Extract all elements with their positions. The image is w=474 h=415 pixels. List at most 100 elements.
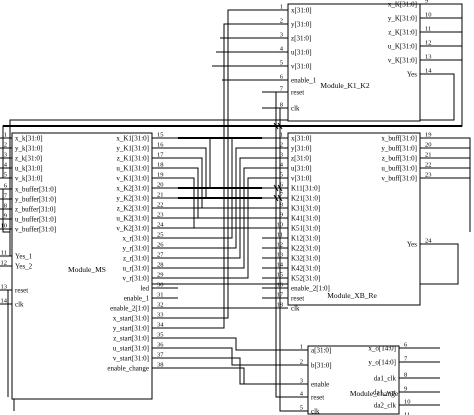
port-label: x_o[14:0] (368, 345, 396, 353)
wire (178, 167, 262, 269)
pin-number: 5 (280, 172, 283, 179)
port-label: y[31:0] (291, 21, 312, 29)
pin-number: 37 (157, 352, 164, 359)
pin-number: 13 (1, 284, 8, 291)
port-label: K11[31:0] (291, 185, 320, 193)
module-title: Module_XB_Re (327, 291, 377, 300)
port-label: z_buff[31:0] (382, 155, 417, 163)
pin-number: 12 (1, 260, 8, 267)
pin-number: 14 (425, 68, 432, 75)
pin-number: 14 (277, 262, 284, 269)
port-label: x_buff[31:0] (381, 135, 417, 143)
port-label: z_start[31:0] (113, 335, 149, 343)
port-label: Yes (407, 71, 417, 79)
module-title: Module_K1_K2 (320, 81, 369, 90)
pin-number: 23 (157, 212, 164, 219)
port-label: v[31:0] (291, 175, 312, 183)
pin-number: 19 (425, 132, 432, 139)
port-label: u[31:0] (291, 49, 312, 57)
port-label: u_buff[31:0] (381, 165, 417, 173)
port-label: K12[31:0] (291, 235, 320, 243)
port-label: v_buffer[31:0] (15, 226, 56, 234)
port-label: u_K[31:0] (388, 43, 417, 51)
pin-number: 17 (277, 292, 284, 299)
wire-crossing (277, 122, 283, 130)
port-label: z[31:0] (291, 155, 311, 163)
pin-number: 3 (4, 152, 7, 159)
wire (14, 243, 459, 285)
pin-number: 13 (425, 54, 432, 61)
pin-number: 28 (157, 262, 164, 269)
port-label: v_k[31:0] (15, 175, 43, 183)
port-label: reset (291, 295, 304, 303)
port-label: a[31:0] (311, 347, 331, 355)
wire (446, 137, 471, 232)
pin-number: 8 (280, 102, 283, 109)
pin-number: 35 (157, 332, 164, 339)
pin-number: 8 (404, 372, 407, 379)
pin-number: 9 (425, 0, 428, 5)
pin-number: 3 (280, 152, 283, 159)
pin-number: 3 (300, 378, 303, 385)
port-label: K31[31:0] (291, 205, 320, 213)
port-label: y_K1[31:0] (116, 145, 149, 153)
blocks: Module_K1_K2 1 x[31:0] 2 y[31:0] 3 z[31:0] 4 u[3… (0, 0, 446, 415)
pin-number: 16 (277, 282, 284, 289)
port-label: u_k[31:0] (15, 165, 43, 173)
pin-number: 1 (4, 132, 7, 139)
port-label: y[31:0] (291, 145, 312, 153)
port-label: v_K1[31:0] (116, 175, 149, 183)
pin-number: 29 (157, 272, 164, 279)
pin-number: 10 (1, 223, 8, 230)
port-label: z_K1[31:0] (117, 155, 149, 163)
port-label: v[31:0] (291, 63, 312, 71)
pin-number: 8 (4, 203, 7, 210)
wire (178, 23, 262, 329)
pin-number: 6 (404, 342, 408, 349)
pin-number: 12 (425, 40, 432, 47)
pin-number: 20 (157, 182, 164, 189)
port-label: z_buffer[31:0] (15, 206, 56, 214)
pin-number: 16 (157, 142, 164, 149)
wire (279, 308, 284, 412)
pin-number: 3 (280, 32, 283, 39)
port-label: x[31:0] (291, 7, 312, 15)
pin-number: 14 (1, 298, 8, 305)
port-label: y_o[14:0] (368, 359, 396, 367)
pin-number: 8 (280, 202, 283, 209)
pin-number: 21 (425, 152, 432, 159)
port-label: x_k[31:0] (15, 135, 43, 143)
pin-number: 21 (157, 192, 164, 199)
port-label: z_k[31:0] (15, 155, 42, 163)
pin-number: 11 (1, 250, 7, 257)
port-label: v_K2[31:0] (116, 225, 149, 233)
pin-number: 2 (280, 142, 283, 149)
port-label: enable_2[1:0] (291, 285, 330, 293)
pin-number: 27 (157, 252, 164, 259)
wire (262, 91, 277, 299)
port-label: Yes_1 (15, 253, 33, 261)
pin-number: 1 (280, 4, 283, 11)
port-label: enable (311, 381, 329, 389)
pin-number: 23 (425, 172, 432, 179)
port-label: K52[31:0] (291, 275, 320, 283)
wire (178, 9, 262, 319)
port-label: Yes (407, 241, 417, 249)
port-label: K32[31:0] (291, 255, 320, 263)
pin-number: 12 (277, 242, 284, 249)
port-label: x[31:0] (291, 135, 312, 143)
pin-number: 24 (425, 238, 432, 245)
pin-number: 17 (157, 152, 164, 159)
pin-number: 34 (157, 322, 164, 329)
wire (178, 177, 262, 279)
port-label: b[31:0] (311, 362, 332, 370)
module-title: Module_MS (68, 265, 106, 274)
pin-number: 2 (280, 18, 283, 25)
port-label: y_r[31:0] (123, 245, 149, 253)
pin-number: 4 (280, 162, 284, 169)
